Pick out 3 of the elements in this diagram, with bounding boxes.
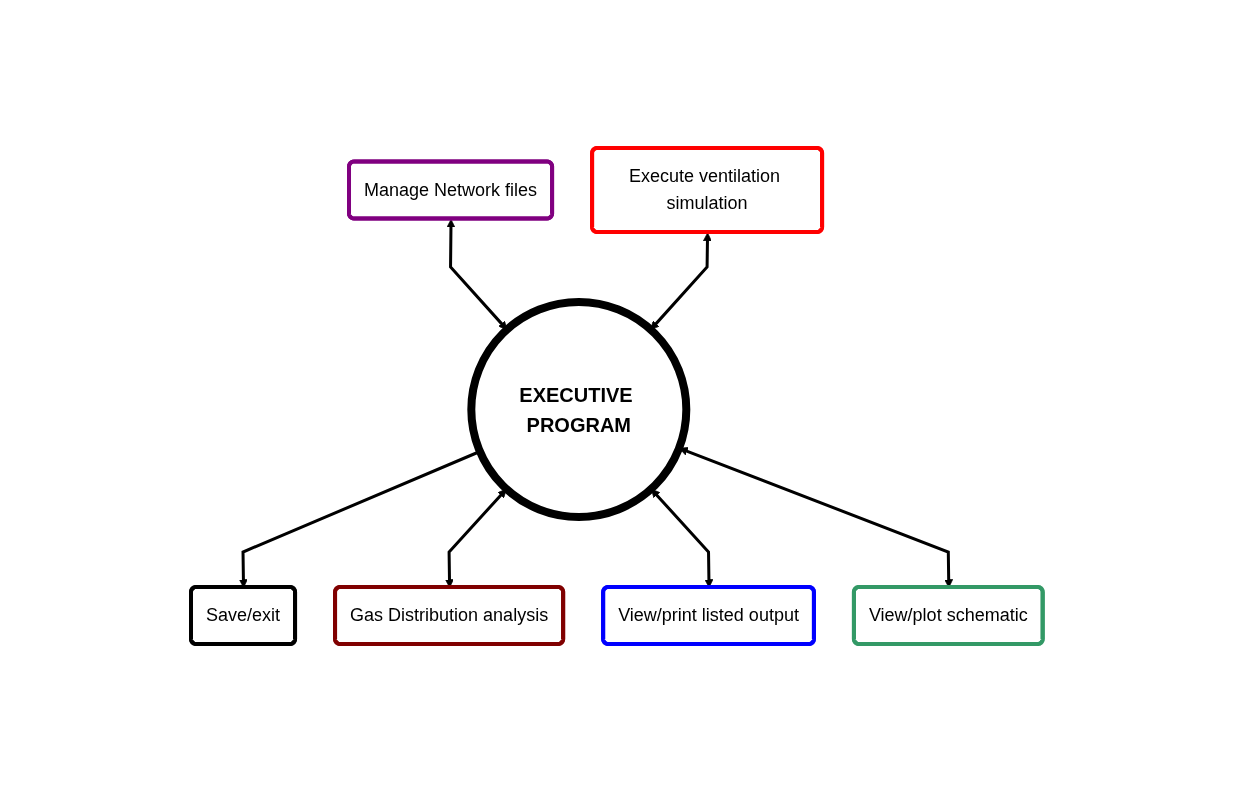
arrow — [446, 218, 508, 330]
node-circle: EXECUTIVE PROGRAM — [467, 297, 691, 521]
arrow — [650, 232, 712, 330]
